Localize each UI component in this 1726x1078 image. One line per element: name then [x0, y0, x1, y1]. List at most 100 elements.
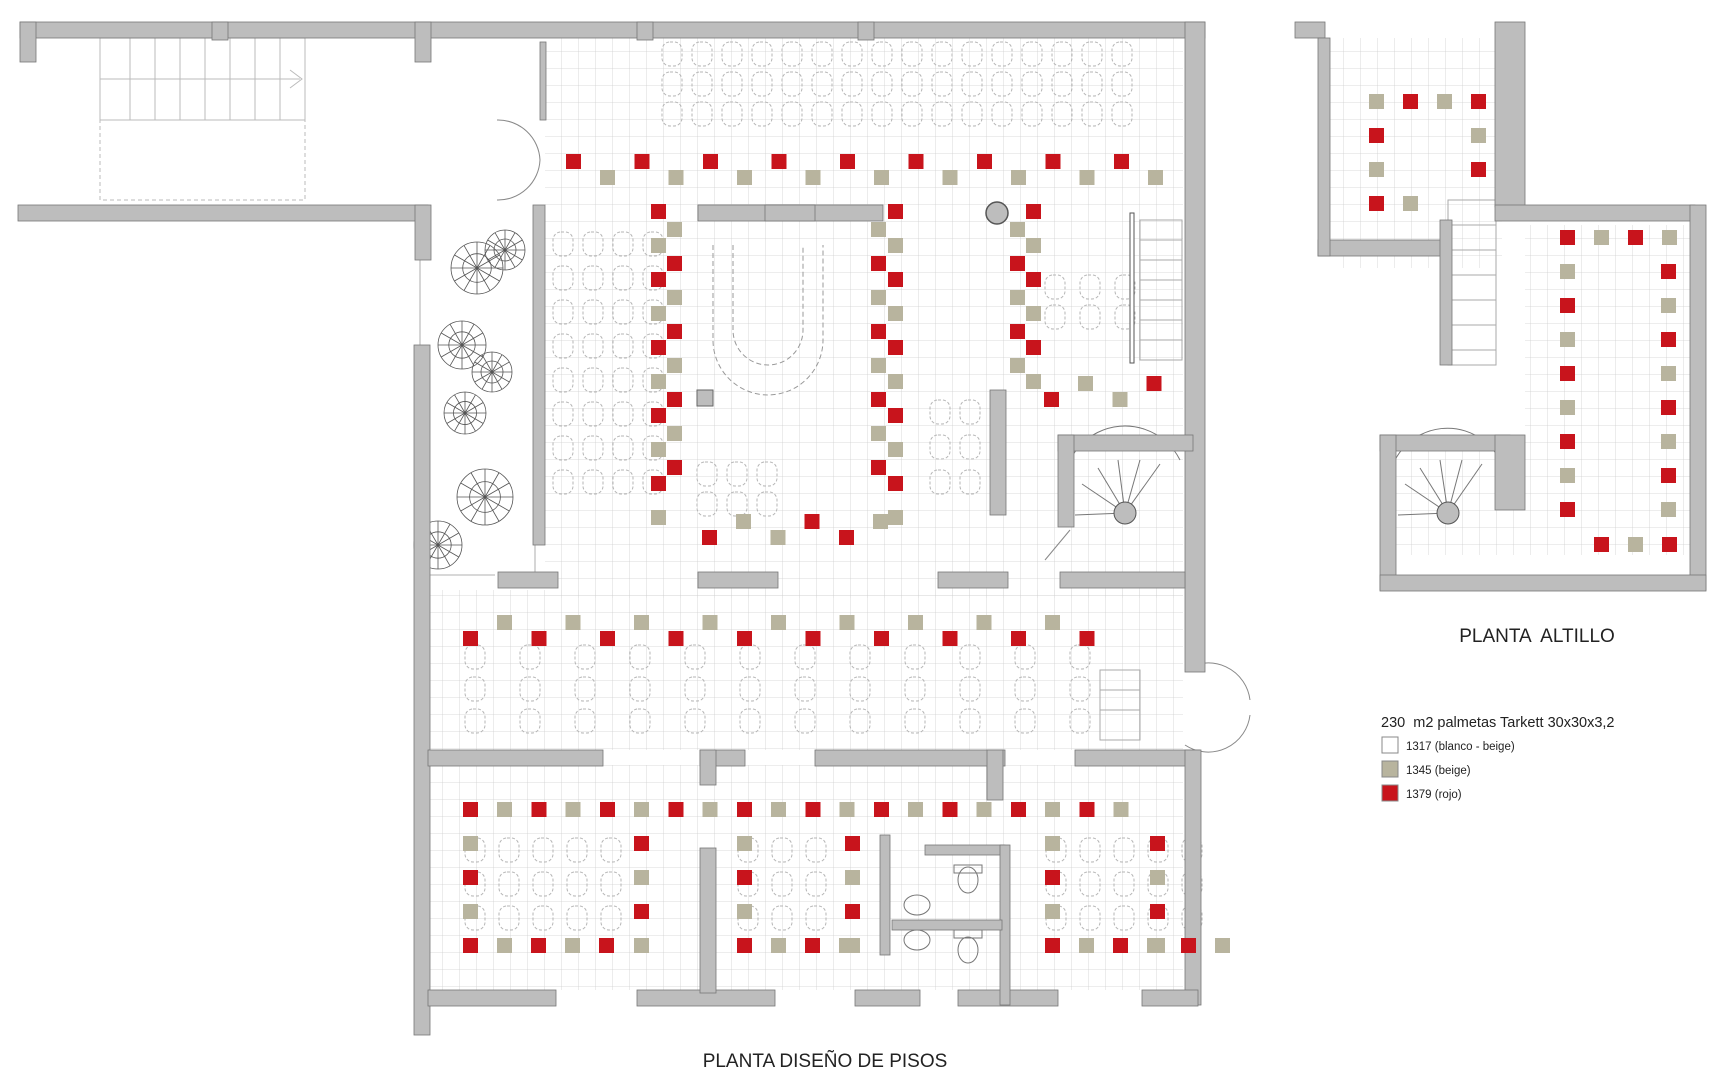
chair-outline — [574, 676, 596, 702]
chair-outline — [552, 231, 574, 257]
chair-outline — [1081, 101, 1103, 127]
chair-outline — [959, 399, 981, 425]
red-tile — [1150, 836, 1165, 851]
legend-swatch-white — [1381, 736, 1399, 754]
beige-tile — [1662, 230, 1677, 245]
chair-outline — [959, 434, 981, 460]
chair-outline — [751, 101, 773, 127]
chair-outline — [1021, 41, 1043, 67]
beige-tile — [1079, 170, 1095, 185]
red-tile — [805, 631, 821, 646]
beige-tile — [651, 442, 666, 457]
wall — [1439, 219, 1453, 366]
chair-outline — [1069, 676, 1091, 702]
wall — [1057, 434, 1194, 452]
wall — [699, 847, 717, 994]
chair-outline — [519, 708, 541, 734]
beige-tile — [771, 615, 786, 630]
beige-tile — [634, 615, 649, 630]
beige-tile — [600, 170, 615, 185]
red-tile — [888, 408, 903, 423]
tree-icon — [450, 241, 504, 295]
red-tile — [667, 392, 682, 407]
red-tile — [1560, 298, 1575, 313]
chair-outline — [929, 434, 951, 460]
chair-outline — [1114, 304, 1136, 330]
chair-outline — [771, 905, 793, 931]
chair-outline — [805, 871, 827, 897]
red-tile — [1026, 340, 1041, 355]
red-tile — [1594, 537, 1609, 552]
chair-outline — [612, 469, 634, 495]
beige-tile — [497, 938, 512, 953]
beige-tile — [1215, 938, 1230, 953]
chair-outline — [684, 676, 706, 702]
chair-outline — [582, 469, 604, 495]
wall — [414, 204, 432, 261]
chair-outline — [929, 469, 951, 495]
beige-tile — [888, 306, 903, 321]
chair-outline — [849, 708, 871, 734]
chair-outline — [751, 71, 773, 97]
wall — [854, 989, 921, 1007]
beige-tile — [668, 170, 684, 185]
chair-outline — [1081, 41, 1103, 67]
wall — [532, 204, 546, 546]
wall — [19, 21, 37, 63]
red-tile — [805, 802, 821, 817]
chair-outline — [612, 367, 634, 393]
wall — [1689, 204, 1707, 591]
chair-outline — [771, 871, 793, 897]
beige-tile — [1661, 434, 1676, 449]
beige-tile — [888, 510, 903, 525]
red-tile — [737, 870, 752, 885]
red-tile — [1150, 904, 1165, 919]
chair-outline — [811, 41, 833, 67]
chair-outline — [552, 265, 574, 291]
chair-outline — [691, 101, 713, 127]
beige-tile — [667, 358, 682, 373]
chair-outline — [751, 41, 773, 67]
red-tile — [1661, 264, 1676, 279]
beige-tile — [771, 938, 786, 953]
beige-tile — [1045, 802, 1060, 817]
beige-tile — [1010, 290, 1025, 305]
chair-outline — [1051, 71, 1073, 97]
wall — [891, 919, 1003, 931]
chair-outline — [1021, 71, 1043, 97]
beige-tile — [871, 426, 886, 441]
beige-tile — [463, 836, 478, 851]
chair-outline — [781, 41, 803, 67]
chair-outline — [991, 101, 1013, 127]
beige-tile — [1147, 938, 1162, 953]
tile-grid-area — [1327, 38, 1502, 268]
beige-tile — [1560, 400, 1575, 415]
beige-tile — [1369, 162, 1384, 177]
red-tile — [888, 204, 903, 219]
wall — [1317, 239, 1449, 257]
chair-outline — [552, 299, 574, 325]
wall — [986, 749, 1004, 801]
red-tile — [1146, 376, 1162, 391]
beige-tile — [805, 170, 821, 185]
red-tile — [1662, 537, 1677, 552]
chair-outline — [684, 708, 706, 734]
beige-tile — [888, 442, 903, 457]
beige-tile — [976, 802, 992, 817]
red-tile — [1471, 162, 1486, 177]
chair-outline — [498, 871, 520, 897]
beige-tile — [667, 426, 682, 441]
tile-grid-area — [430, 765, 1183, 990]
beige-tile — [497, 615, 512, 630]
chair-outline — [904, 708, 926, 734]
legend-item-white: 1317 (blanco - beige) — [1406, 741, 1515, 753]
chair-outline — [696, 461, 718, 487]
beige-tile — [839, 802, 855, 817]
chair-outline — [661, 41, 683, 67]
red-tile — [1181, 938, 1196, 953]
wall — [17, 204, 429, 222]
red-tile — [600, 802, 615, 817]
red-tile — [839, 530, 854, 545]
beige-tile — [1010, 222, 1025, 237]
red-tile — [888, 476, 903, 491]
